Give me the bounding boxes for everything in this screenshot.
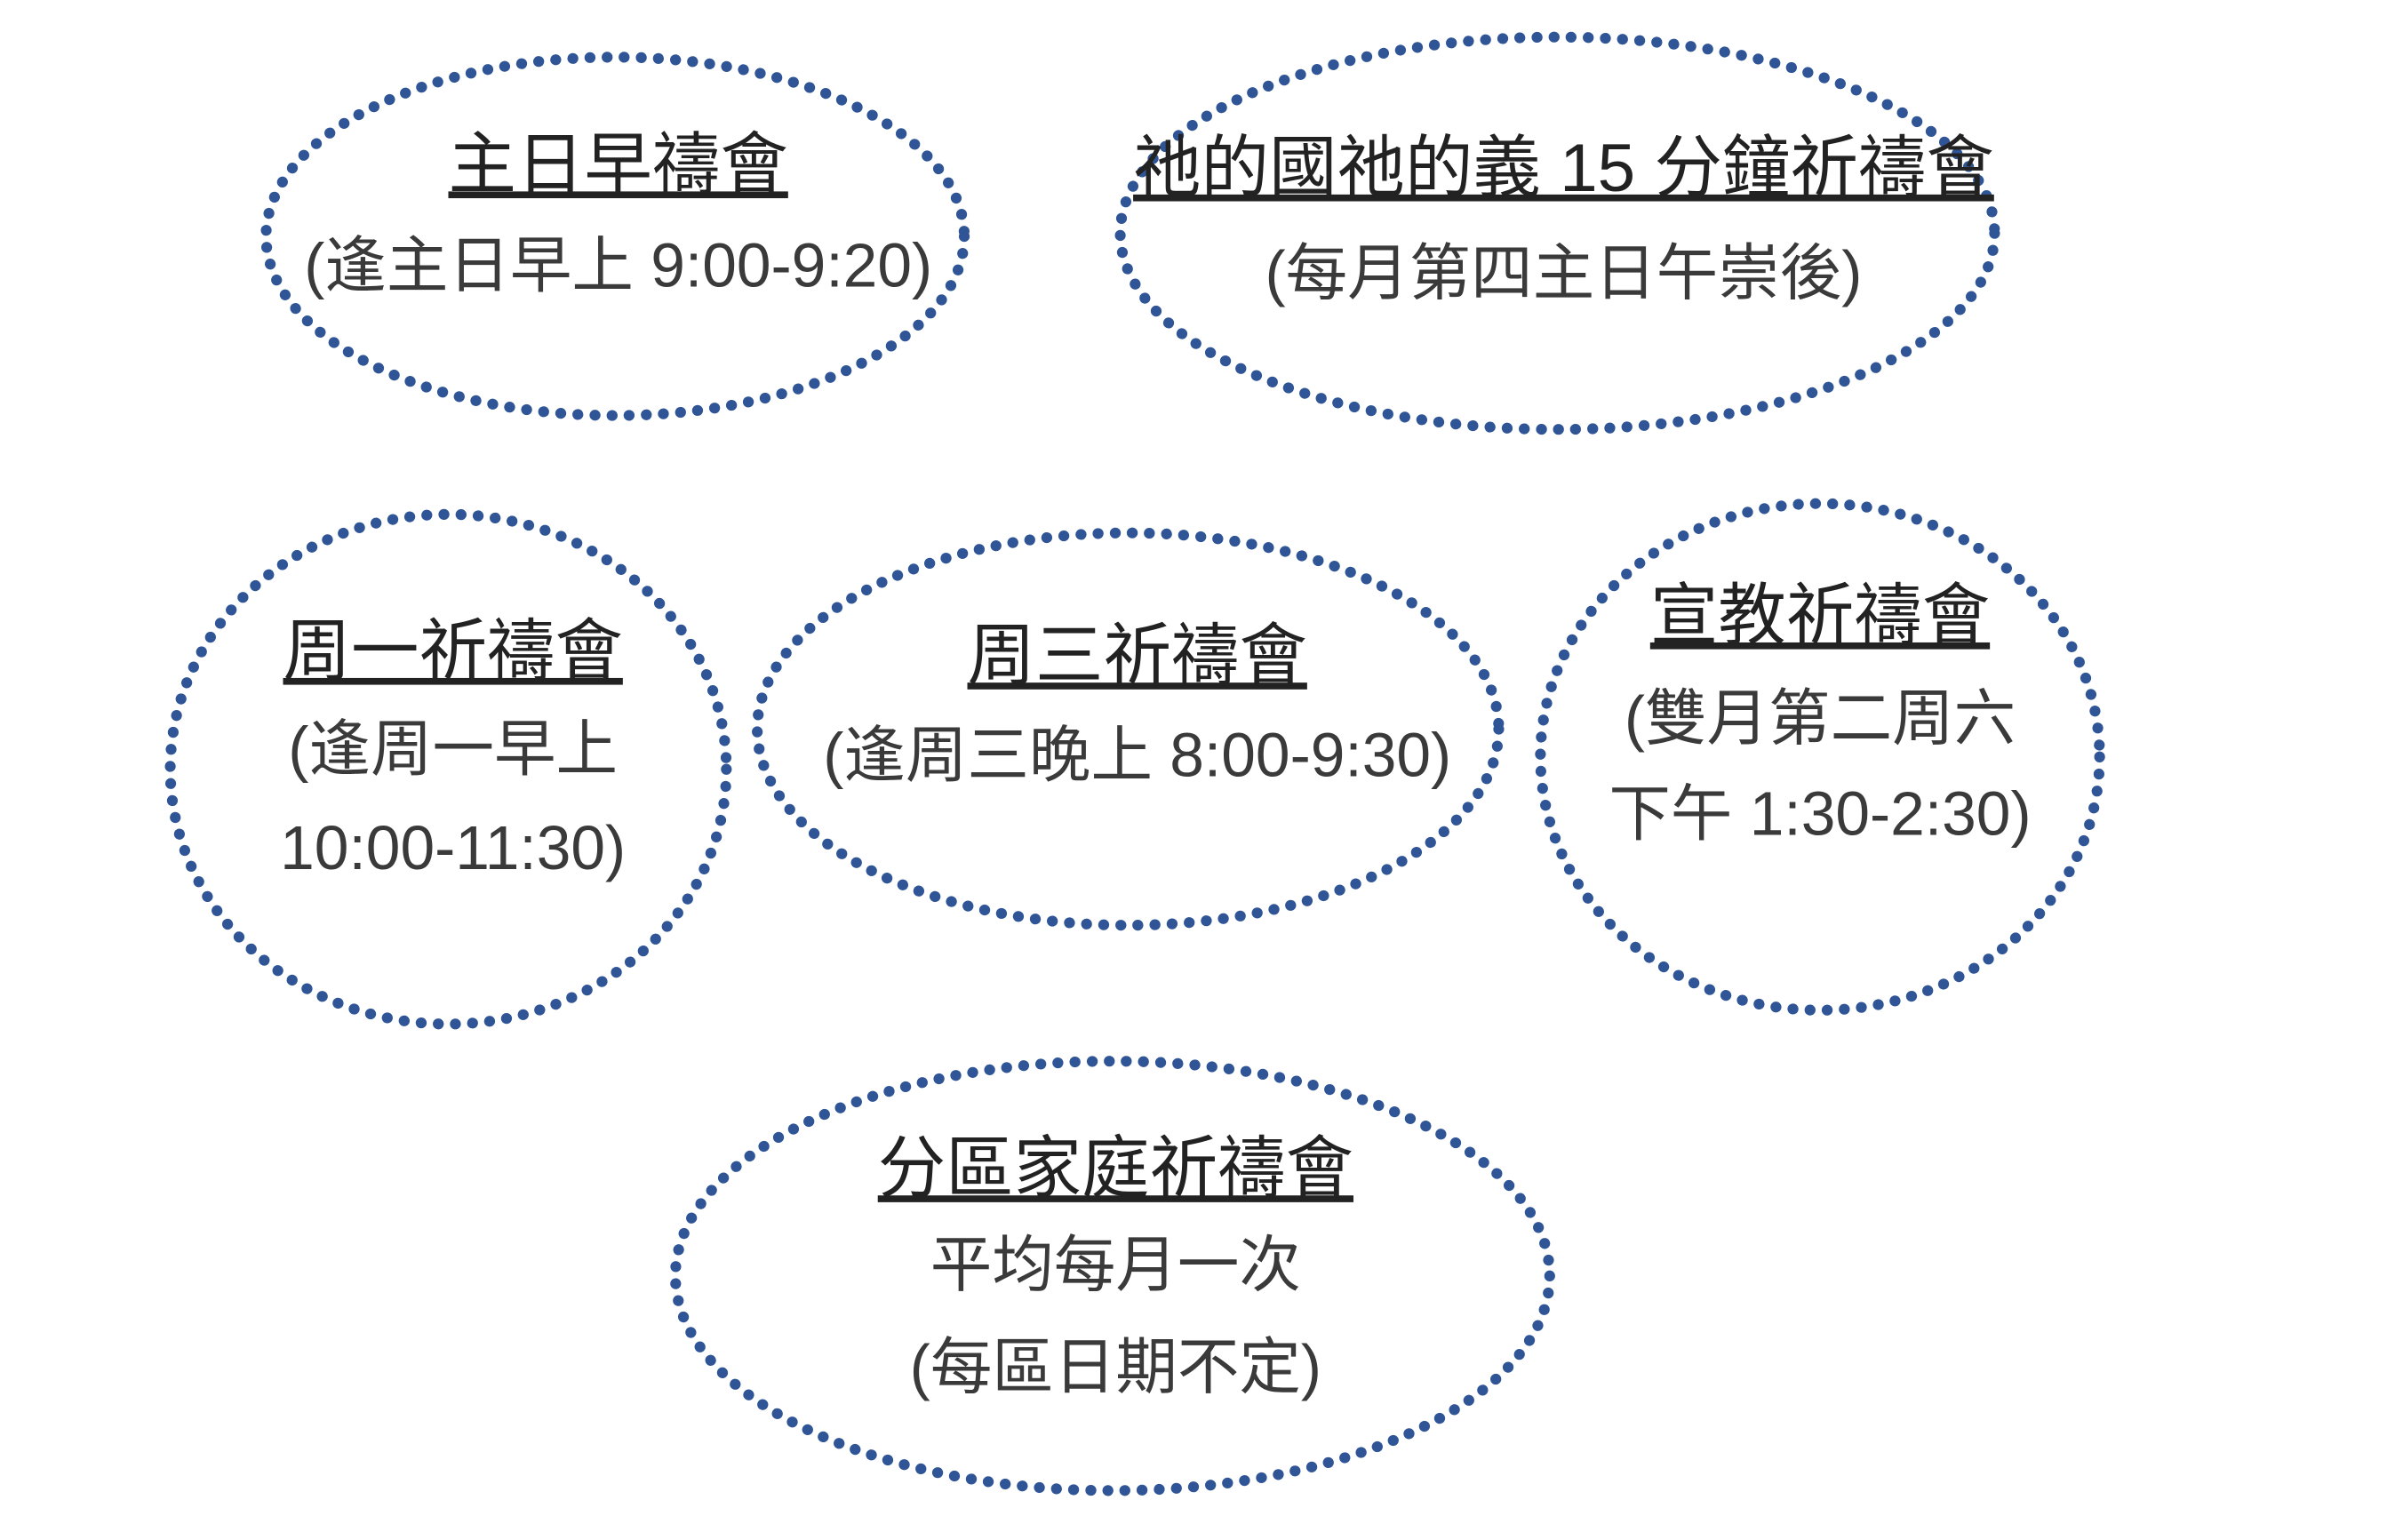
bubble-missions: 宣教祈禱會 (雙月第二周六 下午 1:30-2:30): [1535, 498, 2105, 1016]
bubble-kingdom-15min: 祂的國祂的義 15 分鐘祈禱會 (每月第四主日午崇後): [1114, 31, 2000, 435]
bubble-title: 周三祈禱會: [968, 618, 1307, 694]
bubble-detail: 平均每月一次: [930, 1230, 1301, 1299]
bubble-detail: (逢周一早上: [288, 714, 618, 784]
bubble-title: 祂的國祂的義 15 分鐘祈禱會: [1133, 131, 1994, 206]
bubble-detail: 下午 1:30-2:30): [1609, 779, 2031, 849]
dotted-oval: [752, 527, 1505, 931]
bubble-detail: (逢周三晚上 8:00-9:30): [823, 721, 1451, 790]
bubble-title: 分區家庭祈禱會: [878, 1131, 1353, 1207]
bubble-title: 主日早禱會: [448, 127, 787, 203]
bubble-detail: 10:00-11:30): [280, 813, 626, 882]
dotted-oval: [1114, 31, 2000, 435]
bubble-detail: (雙月第二周六: [1625, 683, 2016, 753]
bubble-district-home: 分區家庭祈禱會 平均每月一次 (每區日期不定): [669, 1056, 1555, 1496]
dotted-oval: [669, 1056, 1555, 1496]
dotted-oval: [164, 508, 732, 1030]
dotted-oval: [260, 52, 970, 421]
bubble-title: 宣教祈禱會: [1650, 578, 1990, 654]
bubble-title: 周一祈禱會: [283, 614, 623, 690]
bubble-sunday-morning: 主日早禱會 (逢主日早上 9:00-9:20): [260, 52, 970, 421]
bubble-detail: (每區日期不定): [910, 1332, 1321, 1401]
bubble-monday: 周一祈禱會 (逢周一早上 10:00-11:30): [164, 508, 732, 1030]
bubble-wednesday: 周三祈禱會 (逢周三晚上 8:00-9:30): [752, 527, 1505, 931]
bubble-detail: (逢主日早上 9:00-9:20): [304, 231, 932, 300]
dotted-oval: [1535, 498, 2105, 1016]
bubble-detail: (每月第四主日午崇後): [1265, 238, 1862, 307]
